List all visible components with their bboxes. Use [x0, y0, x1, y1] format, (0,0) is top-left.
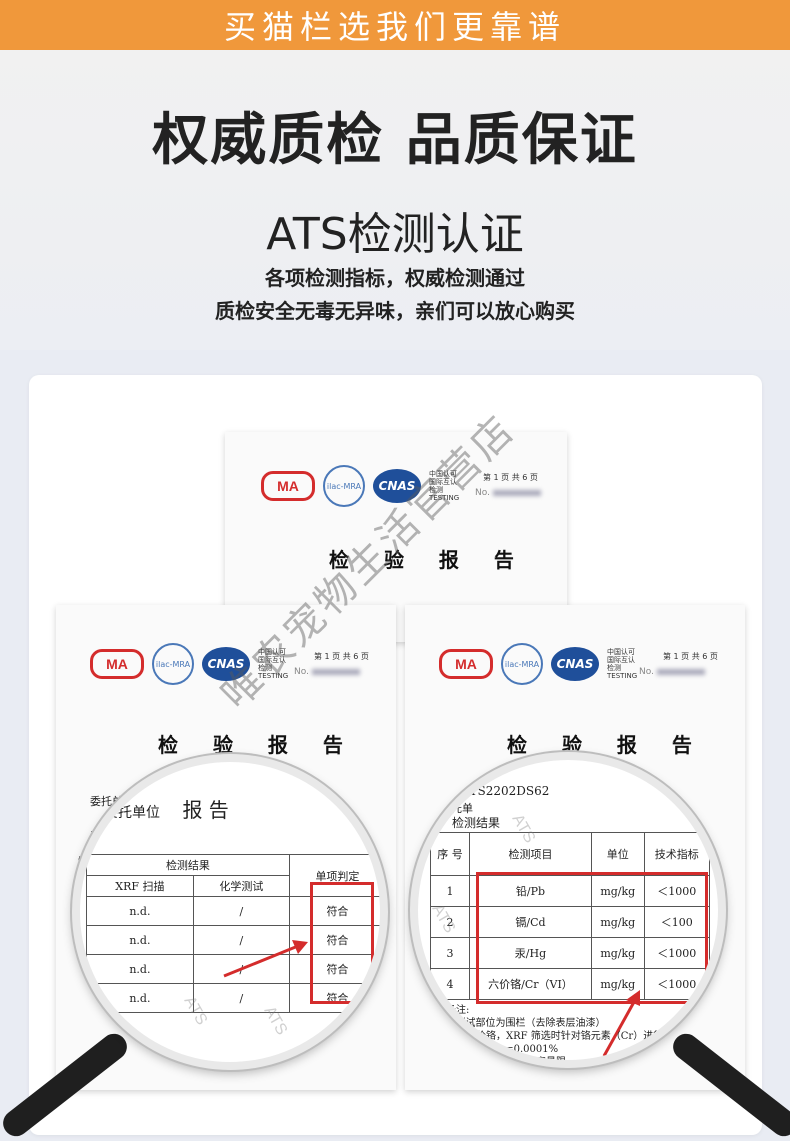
- magnifier-left: 委托单位 报 告 检测结果 单项判定 XRF 扫描 化学测试 n.d./符合 n…: [72, 754, 388, 1070]
- certification-logos: MA ilac-MRA CNAS 中国认可 国际互认 检测 TESTING: [439, 643, 643, 685]
- cnas-logo-icon: CNAS: [373, 469, 421, 503]
- ma-logo-icon: MA: [439, 649, 493, 679]
- table-row: n.d./符合: [86, 983, 380, 1013]
- report-number: No.: [294, 667, 360, 677]
- cnas-label: 中国认可 国际互认 检测 TESTING: [258, 648, 289, 680]
- cnas-label: 中国认可 国际互认 检测 TESTING: [607, 648, 638, 680]
- page-subtitle: ATS检测认证: [266, 209, 524, 260]
- ilac-logo-icon: ilac-MRA: [323, 465, 365, 507]
- col-header-no: 序 号: [430, 832, 470, 876]
- page-number: 第 1 页 共 6 页: [314, 652, 369, 661]
- left-results-table: 检测结果 单项判定 XRF 扫描 化学测试 n.d./符合 n.d./符合 n.…: [86, 854, 380, 1013]
- report-number: No.: [639, 667, 705, 677]
- highlight-box-verdict: [310, 882, 374, 1004]
- cnas-logo-icon: CNAS: [202, 647, 250, 681]
- ma-logo-icon: MA: [261, 471, 315, 501]
- description-line-2: 质检安全无毒无异味，亲们可以放心购买: [215, 299, 575, 323]
- col-header-item: 检测项目: [469, 832, 592, 876]
- ma-logo-icon: MA: [90, 649, 144, 679]
- top-banner: 买猫栏选我们更靠谱: [0, 0, 790, 50]
- report-title: 检 验 报 告: [329, 548, 528, 572]
- report-title: 检 验 报 告: [158, 733, 357, 757]
- col-header-unit: 单位: [590, 832, 645, 876]
- banner-text: 买猫栏选我们更靠谱: [223, 8, 566, 46]
- page-title: 权威质检 品质保证: [152, 108, 638, 173]
- left-client-label: 委托单位 报 告: [104, 798, 229, 822]
- results-label: 检测结果: [452, 816, 501, 830]
- right-client-label: 委托单: [440, 802, 473, 815]
- magnifier-right: 号 ATS2202DS62 委托单 检测结果 序 号 检测项目 单位 技术指标 …: [410, 752, 726, 1068]
- ilac-logo-icon: ilac-MRA: [152, 643, 194, 685]
- arrow-icon: [602, 990, 640, 1057]
- table-group-header: 检测结果: [86, 854, 290, 876]
- report-title: 检 验 报 告: [507, 733, 706, 757]
- certification-logos: MA ilac-MRA CNAS 中国认可 国际互认 检测 TESTING: [261, 465, 465, 507]
- col-header-limit: 技术指标: [643, 832, 711, 876]
- report-number: No.: [475, 488, 541, 498]
- hero-section: [0, 50, 790, 350]
- page-number: 第 1 页 共 6 页: [483, 473, 538, 482]
- report-notes: 备注: 1.测试部位为围栏（去除表层油漆） 对于六价铬，XRF 筛选时针对铬元素…: [446, 1005, 664, 1060]
- arrow-icon: [223, 940, 308, 978]
- cnas-logo-icon: CNAS: [551, 647, 599, 681]
- table-header-verdict: 单项判定: [288, 854, 380, 897]
- table-row: n.d./符合: [86, 896, 380, 926]
- highlight-box-results: [476, 872, 708, 1004]
- table-header-xrf: XRF 扫描: [86, 875, 194, 897]
- report-number-line: 号 ATS2202DS62: [438, 784, 550, 798]
- certification-logos: MA ilac-MRA CNAS 中国认可 国际互认 检测 TESTING: [90, 643, 294, 685]
- table-row: n.d./符合: [86, 925, 380, 955]
- cnas-label: 中国认可 国际互认 检测 TESTING: [429, 470, 460, 502]
- ilac-logo-icon: ilac-MRA: [501, 643, 543, 685]
- page-number: 第 1 页 共 6 页: [663, 652, 718, 661]
- description-line-1: 各项检测指标，权威检测通过: [265, 266, 525, 290]
- table-header-chem: 化学测试: [192, 875, 290, 897]
